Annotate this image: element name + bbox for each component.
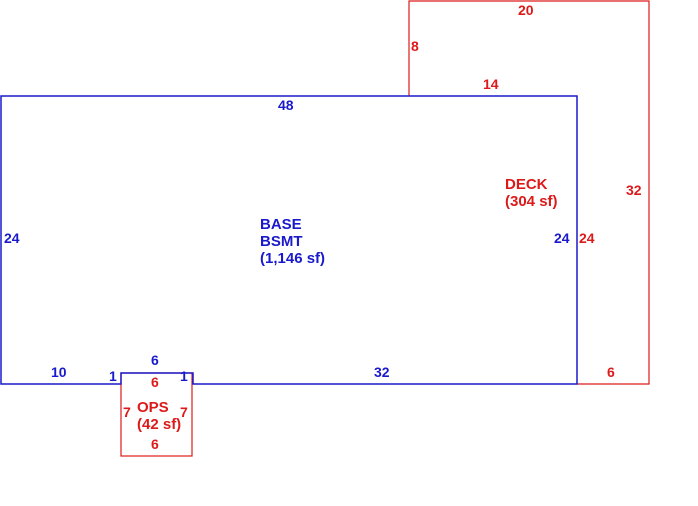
- ops-name-label: OPS: [137, 399, 169, 416]
- basement-right-dimension: 24: [554, 230, 570, 246]
- basement-notch-right-dimension: 1: [180, 368, 188, 384]
- basement-name-line1: BASE: [260, 216, 302, 233]
- ops-right-dimension: 7: [180, 404, 188, 420]
- deck-inner-left-dimension: 24: [579, 230, 595, 246]
- basement-top-dimension: 48: [278, 97, 294, 113]
- deck-top-dimension: 20: [518, 2, 534, 18]
- basement-area-label: (1,146 sf): [260, 250, 325, 267]
- basement-notch-left-dimension: 1: [109, 368, 117, 384]
- ops-left-dimension: 7: [123, 404, 131, 420]
- basement-name-line2: BSMT: [260, 233, 303, 250]
- basement-area: [0, 95, 578, 385]
- ops-top-dimension: 6: [151, 374, 159, 390]
- deck-right-dimension: 32: [626, 182, 642, 198]
- deck-area: [408, 0, 650, 385]
- basement-left-dimension: 24: [4, 230, 20, 246]
- deck-step-dimension: 14: [483, 76, 499, 92]
- deck-name-label: DECK: [505, 176, 548, 193]
- basement-bottom-left-dimension: 10: [51, 364, 67, 380]
- deck-upper-left-dimension: 8: [411, 38, 419, 54]
- basement-bottom-right-dimension: 32: [374, 364, 390, 380]
- deck-bottom-dimension: 6: [607, 364, 615, 380]
- ops-bottom-dimension: 6: [151, 436, 159, 452]
- ops-area-label: (42 sf): [137, 416, 181, 433]
- deck-outline: [408, 0, 650, 385]
- basement-notch-top-dimension: 6: [151, 352, 159, 368]
- basement-outline: [0, 95, 578, 385]
- deck-area-label: (304 sf): [505, 193, 558, 210]
